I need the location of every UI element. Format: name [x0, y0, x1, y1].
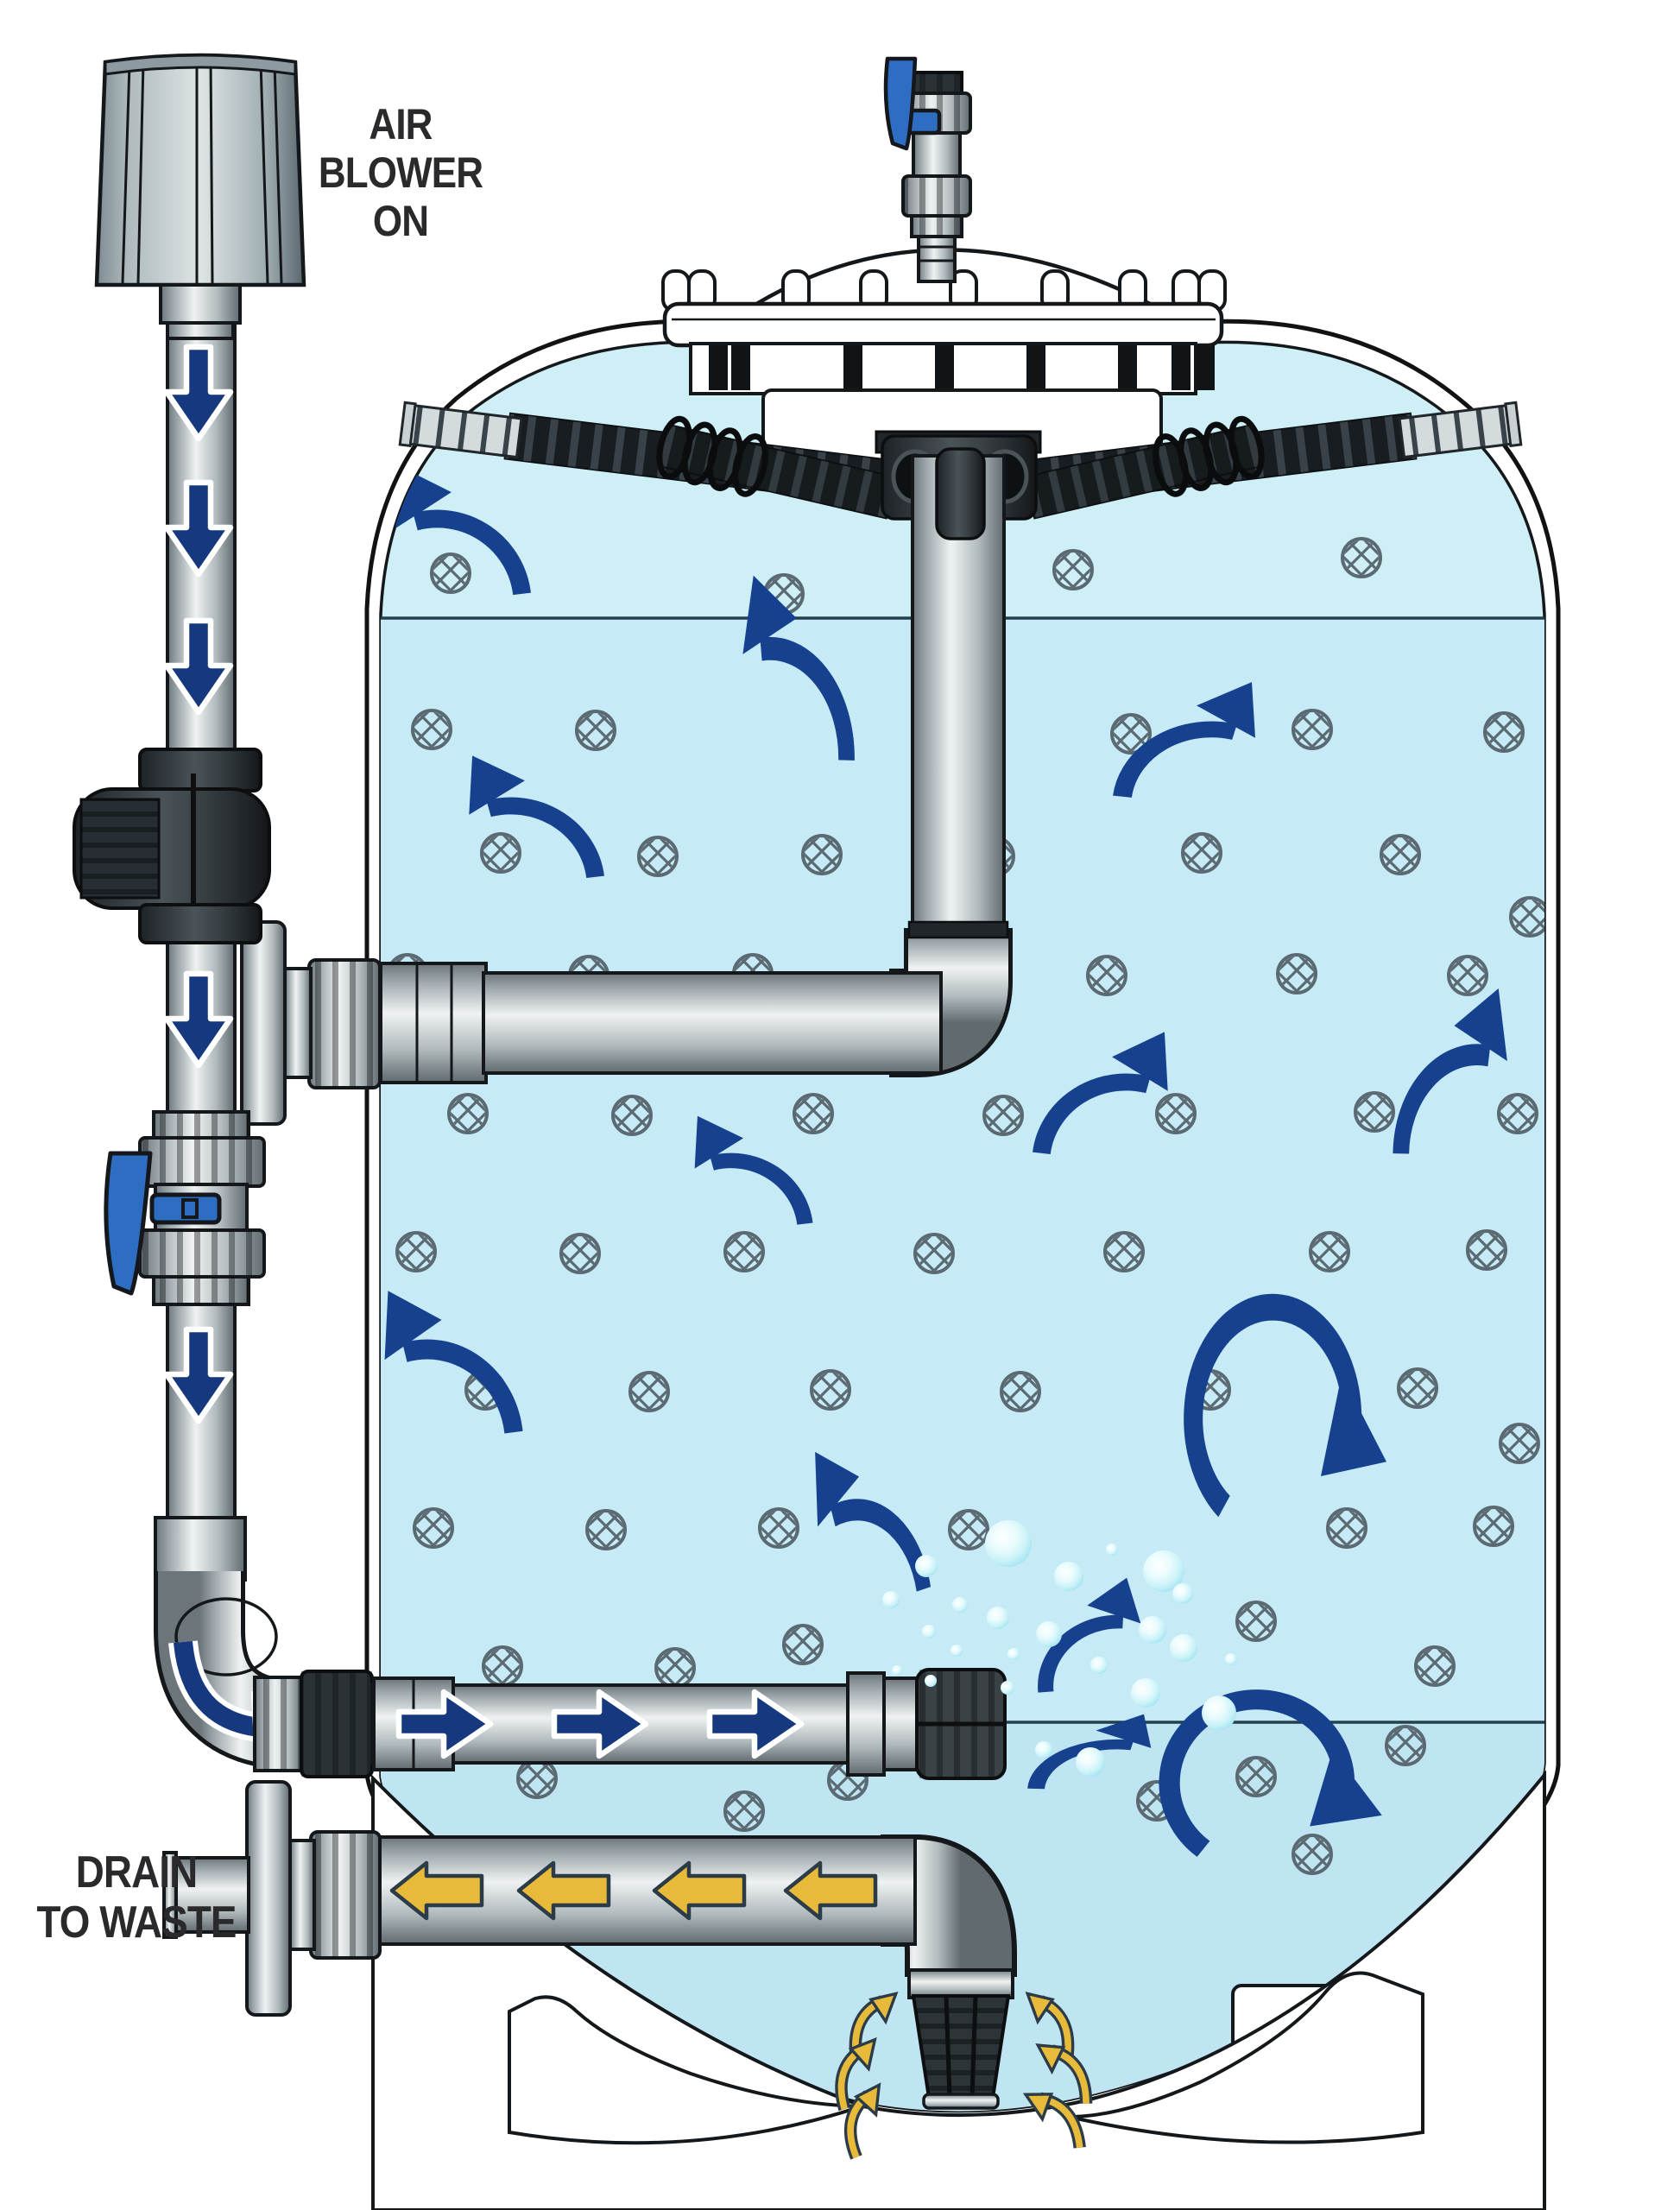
air-bubble-icon — [925, 1675, 937, 1687]
right-foot-wing — [1068, 1971, 1424, 2144]
air-bubble-icon — [1035, 1741, 1052, 1759]
air-bubble-icon — [915, 1555, 938, 1577]
air-label-line3: ON — [372, 197, 429, 245]
air-bubble-icon — [985, 1520, 1032, 1567]
air-bubble-icon — [1202, 1695, 1236, 1730]
air-bubble-icon — [882, 1591, 900, 1608]
clamp-tab — [1196, 345, 1215, 390]
clamp-tab — [1026, 345, 1045, 390]
air-label-line2: BLOWER — [318, 148, 483, 197]
air-blower-icon — [94, 53, 306, 340]
air-bubble-icon — [1054, 1562, 1083, 1591]
upper-horizontal-pipe — [482, 971, 943, 1075]
air-bubble-icon — [1131, 1678, 1160, 1708]
wall-coupling — [379, 962, 488, 1084]
air-bubble-icon — [951, 1645, 963, 1657]
tank-lid-assembly — [661, 248, 1227, 487]
drain-label-line1: DRAIN — [75, 1847, 198, 1897]
blue-ball-valve — [104, 1110, 266, 1306]
air-diffuser-nozzle-icon — [846, 1668, 1007, 1780]
drain-bulkhead-flange — [245, 1780, 292, 2017]
lid-bolts — [661, 269, 1227, 313]
left-foot-wing — [508, 1995, 862, 2145]
air-bubble-icon — [1076, 1747, 1105, 1777]
clamp-tabs — [709, 345, 1215, 390]
air-bubble-icon — [1225, 1653, 1237, 1665]
air-bubble-icon — [987, 1607, 1009, 1629]
lid-flange — [662, 301, 1224, 348]
air-bubble-icon — [1172, 1583, 1193, 1604]
clamp-tab — [709, 345, 728, 390]
clamp-tab — [1118, 345, 1137, 390]
air-bubble-icon — [1036, 1621, 1062, 1647]
air-bubble-icon — [922, 1625, 936, 1639]
clamp-tab — [1172, 345, 1191, 390]
clamp-tab — [843, 345, 862, 390]
air-bubble-icon — [1170, 1634, 1197, 1662]
air-blower-line — [73, 53, 374, 1778]
clamp-tab — [935, 345, 954, 390]
air-bubbles-layer — [882, 1520, 1237, 1777]
tank-bottom-stand — [371, 1770, 1546, 2210]
air-bubble-icon — [1143, 1550, 1184, 1592]
bottom-strainer-icon — [907, 1968, 1014, 2110]
drain-label-line2: TO WASTE — [36, 1897, 237, 1948]
valve-handle-blue-icon — [104, 1151, 222, 1296]
clamp-tab — [731, 345, 750, 390]
center-standpipe-assembly — [240, 447, 1013, 1126]
air-bubble-icon — [1001, 1681, 1014, 1695]
air-blower-on-label: AIR BLOWER ON — [299, 100, 502, 245]
upper-bulkhead-flange — [240, 920, 287, 1126]
air-bubble-icon — [952, 1597, 968, 1613]
drain-to-waste-label: DRAIN TO WASTE — [30, 1847, 243, 1948]
dark-check-valve-icon — [73, 748, 271, 944]
hub-drop-fitting — [935, 447, 986, 540]
air-bubble-icon — [1139, 1616, 1166, 1644]
drain-elbow — [881, 1840, 1012, 1977]
valve-handle-blue-icon — [883, 56, 942, 151]
air-bubble-icon — [1106, 1544, 1118, 1556]
air-label-line1: AIR — [369, 100, 433, 148]
top-air-relief-valve — [883, 56, 972, 283]
air-bubble-icon — [1090, 1657, 1108, 1674]
air-bubble-icon — [892, 1665, 902, 1676]
air-bubble-icon — [1007, 1648, 1020, 1660]
